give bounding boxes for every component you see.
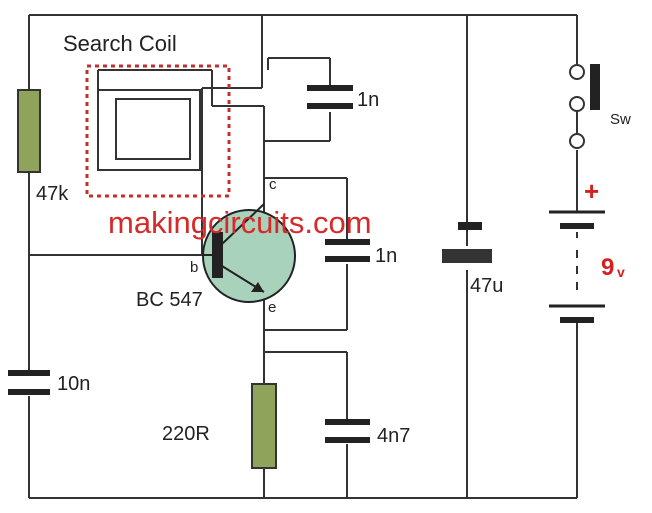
capacitor-1n-top-label: 1n: [357, 89, 379, 111]
capacitor-47u-label: 47u: [470, 275, 503, 297]
battery-9v: [549, 210, 605, 323]
capacitor-10n-label: 10n: [57, 373, 90, 395]
pin-c-label: c: [269, 176, 277, 193]
resistor-220r: [251, 383, 277, 469]
push-switch: [569, 64, 600, 149]
capacitor-4n7-label: 4n7: [377, 425, 410, 447]
resistor-47k-label: 47k: [36, 183, 69, 205]
battery-voltage-label: 9: [601, 254, 614, 281]
pin-e-label: e: [268, 299, 276, 316]
coil-dotted-outline: [85, 64, 231, 198]
capacitor-1n-mid-label: 1n: [375, 245, 397, 267]
battery-voltage-unit: v: [617, 264, 625, 280]
resistor-47k: [17, 89, 41, 173]
transistor-base-bar: [212, 232, 223, 278]
coil-title: Search Coil: [63, 31, 177, 56]
battery-plus-label: +: [584, 176, 599, 206]
coil-outer-loop: [97, 89, 201, 171]
transistor-bc547: [202, 203, 296, 303]
switch-label: Sw: [610, 111, 631, 128]
emitter-arrow-icon: [251, 282, 264, 292]
watermark-text: makingcircuits.com: [108, 205, 372, 240]
capacitor-47u-minus-plate: [442, 249, 492, 263]
coil-inner-loop: [115, 98, 191, 160]
pin-b-label: b: [190, 259, 198, 276]
resistor-220r-label: 220R: [162, 423, 210, 445]
search-coil: [85, 64, 231, 198]
main-wiring: [28, 14, 578, 499]
transistor-label: BC 547: [136, 289, 203, 311]
